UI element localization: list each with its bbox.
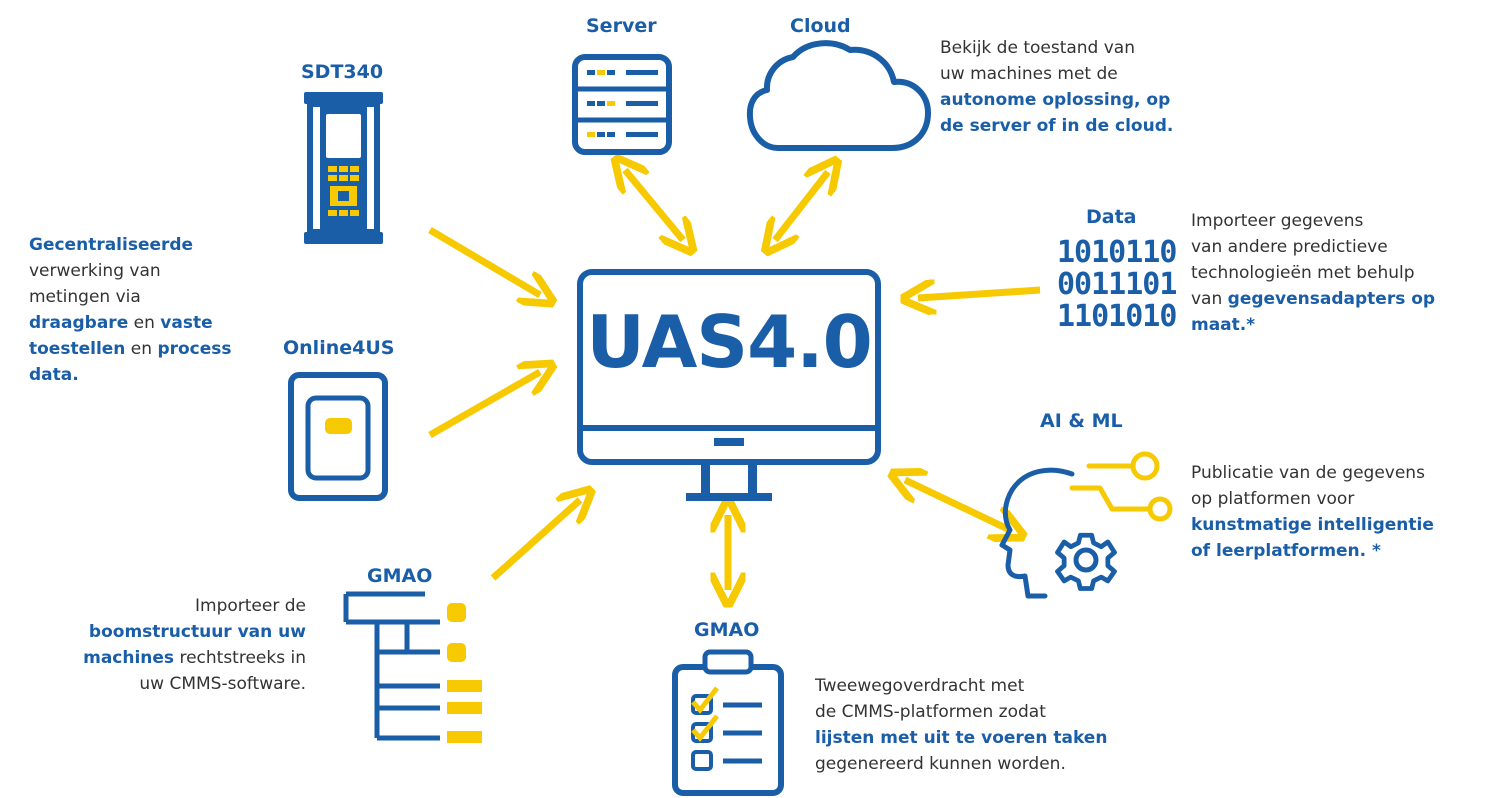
binary-data-icon: 1010110 0011101 1101010 (1057, 235, 1177, 334)
label-data: Data (1086, 206, 1137, 228)
text-line-bold: Gecentraliseerde (29, 235, 194, 255)
left-description: Gecentraliseerde verwerking van metingen… (29, 232, 232, 388)
text-line: gegenereerd kunnen worden. (815, 754, 1066, 774)
text-line-bold: autonome oplossing, op (940, 90, 1171, 110)
text-line: uw machines met de (940, 64, 1118, 84)
handheld-device-icon (304, 92, 383, 244)
text-line: van andere predictieve (1191, 237, 1388, 257)
label-sdt340: SDT340 (301, 61, 384, 83)
text-span-bold: vaste (160, 313, 213, 333)
ai-description: Publicatie van de gegevens op platformen… (1191, 460, 1434, 564)
text-line: metingen via (29, 287, 141, 307)
arrow-online-to-uas (428, 372, 540, 439)
label-ai-ml: AI & ML (1040, 410, 1123, 432)
binary-line: 1010110 (1057, 235, 1177, 270)
tree-structure-icon (343, 591, 482, 743)
text-line-bold: lijsten met uit te voeren taken (815, 728, 1108, 748)
server-icon (572, 54, 672, 155)
binary-line: 1101010 (1057, 299, 1177, 334)
text-line: Bekijk de toestand van (940, 38, 1136, 58)
label-server: Server (586, 15, 657, 37)
arrows (428, 170, 1041, 590)
text-line: technologieën met behulp (1191, 263, 1415, 283)
arrow-ai-uas (905, 480, 1010, 530)
text-line: uw CMMS-software. (139, 674, 306, 694)
text-span-bold: machines (83, 648, 175, 668)
online-sensor-icon (288, 372, 388, 501)
gmao-left-description: Importeer de boomstructuur van uw machin… (40, 593, 306, 697)
text-span: en (128, 313, 161, 333)
arrow-gmao-left-to-uas (490, 500, 580, 581)
label-online4us: Online4US (283, 337, 395, 359)
monitor-icon (577, 269, 881, 501)
text-span-bold: draagbare (29, 313, 129, 333)
text-line: draagbare en vaste (29, 310, 232, 336)
text-line: toestellen en process (29, 336, 232, 362)
text-line-bold: kunstmatige intelligentie (1191, 515, 1434, 535)
central-title: UAS4.0 (586, 300, 872, 384)
label-gmao-left: GMAO (367, 565, 433, 587)
text-span-bold: gegevensadapters op (1227, 289, 1436, 309)
text-span: rechtstreeks in (174, 648, 306, 668)
text-line: de CMMS-platformen zodat (815, 702, 1046, 722)
label-gmao-bottom: GMAO (694, 619, 760, 641)
binary-line: 0011101 (1057, 267, 1177, 302)
checklist-clipboard-icon (672, 649, 784, 796)
arrow-server-uas (625, 170, 683, 240)
text-span: van (1191, 289, 1228, 309)
text-line-bold: maat.* (1191, 315, 1256, 335)
cloud-icon (746, 40, 931, 151)
text-line: Importeer gegevens (1191, 211, 1364, 231)
text-line-bold: of leerplatformen. * (1191, 541, 1381, 561)
text-line-bold: boomstructuur van uw (88, 622, 306, 642)
text-line: Tweewegoverdracht met (815, 676, 1025, 696)
text-span: en (125, 339, 158, 359)
label-cloud: Cloud (790, 15, 851, 37)
text-span-bold: toestellen (29, 339, 126, 359)
text-line: machines rechtstreeks in (40, 645, 306, 671)
data-description: Importeer gegevens van andere predictiev… (1191, 208, 1435, 338)
cloud-description: Bekijk de toestand van uw machines met d… (940, 35, 1173, 139)
text-line: op platformen voor (1191, 489, 1355, 509)
gmao-bottom-description: Tweewegoverdracht met de CMMS-platformen… (815, 673, 1107, 777)
ai-head-gear-icon (999, 451, 1173, 599)
text-span-bold: process (157, 339, 232, 359)
text-line-bold: de server of in de cloud. (940, 116, 1174, 136)
text-line-bold: data. (29, 365, 79, 385)
text-line: Publicatie van de gegevens (1191, 463, 1425, 483)
text-line: van gegevensadapters op (1191, 286, 1435, 312)
text-line: Importeer de (195, 596, 306, 616)
text-line: verwerking van (29, 261, 161, 281)
arrow-sdt-to-uas (428, 226, 540, 295)
arrow-cloud-uas (775, 172, 828, 240)
arrow-data-to-uas (918, 290, 1041, 298)
